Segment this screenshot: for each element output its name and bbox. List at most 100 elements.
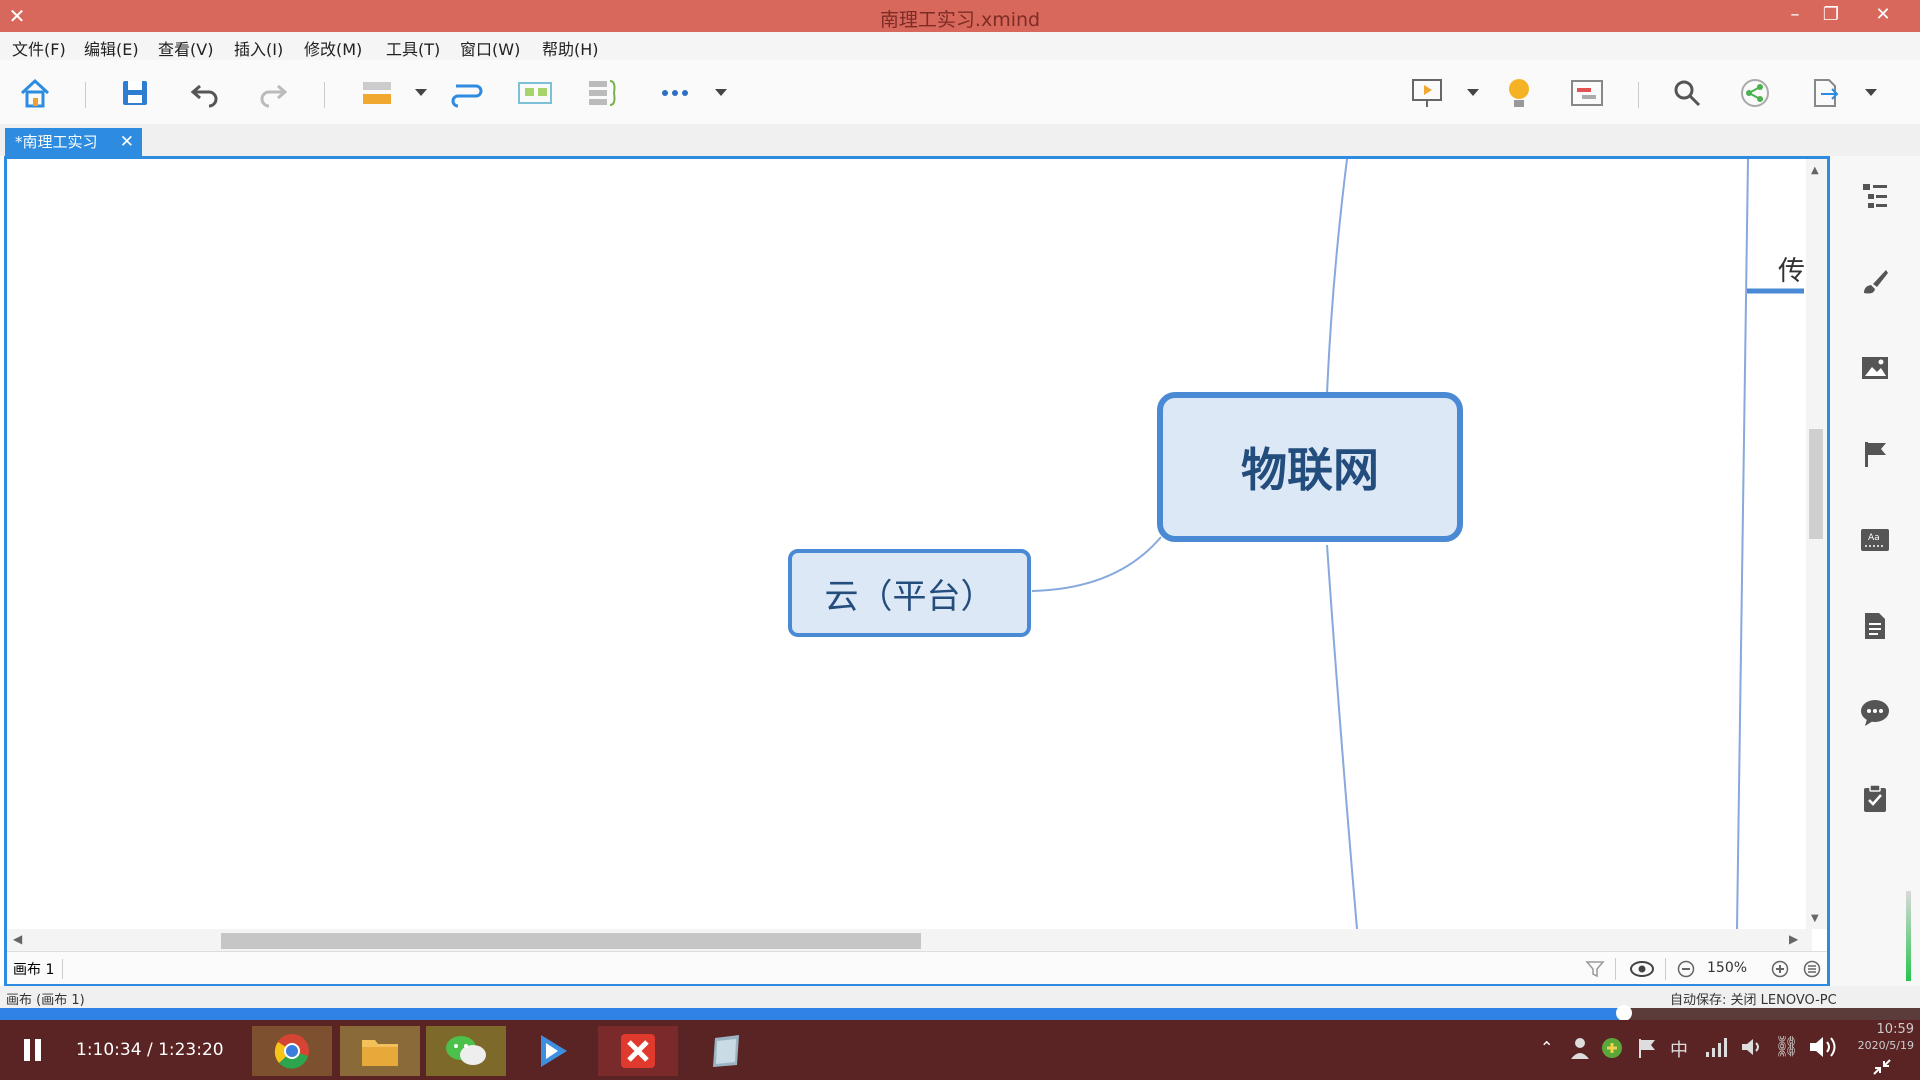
- central-topic[interactable]: 物联网: [1157, 392, 1463, 542]
- vertical-scrollbar[interactable]: ▲ ▼: [1806, 159, 1827, 929]
- zoom-in-icon[interactable]: [1771, 960, 1789, 978]
- text-style-icon: Aa: [1861, 529, 1889, 551]
- comment-icon: [1861, 700, 1889, 726]
- scroll-left-icon[interactable]: ◀: [13, 932, 23, 946]
- xmind-app-icon: ✕: [8, 4, 26, 28]
- window-title: 南理工实习.xmind: [879, 9, 1041, 31]
- menu-help[interactable]: 帮助(H): [542, 40, 599, 59]
- save-button[interactable]: [116, 74, 154, 112]
- more-dropdown[interactable]: [712, 74, 730, 112]
- notes-button[interactable]: [1855, 606, 1895, 646]
- player-volume-button[interactable]: [1808, 1034, 1840, 1064]
- comments-button[interactable]: [1855, 692, 1895, 732]
- toolbar: [0, 60, 1920, 124]
- taskbar-wechat[interactable]: [426, 1026, 506, 1076]
- menu-view[interactable]: 查看(V): [158, 40, 214, 59]
- presentation-button[interactable]: [1408, 74, 1446, 112]
- outline-icon: [1863, 184, 1887, 208]
- pause-button[interactable]: [22, 1038, 44, 1066]
- fullscreen-exit-icon: [1873, 1059, 1891, 1075]
- flag-icon: [1865, 442, 1886, 467]
- zoom-menu-icon[interactable]: [1803, 960, 1821, 978]
- share-button[interactable]: [1736, 74, 1774, 112]
- chevron-down-icon: [415, 89, 427, 96]
- save-icon: [123, 81, 147, 105]
- restore-button[interactable]: ❐: [1822, 4, 1840, 25]
- undo-button[interactable]: [186, 74, 224, 112]
- styles-button[interactable]: Aa: [1855, 520, 1895, 560]
- taskbar-chrome[interactable]: [252, 1026, 332, 1076]
- presentation-dropdown[interactable]: [1464, 74, 1482, 112]
- scroll-right-icon[interactable]: ▶: [1789, 932, 1799, 946]
- menu-modify[interactable]: 修改(M): [304, 40, 363, 59]
- mindmap-canvas[interactable]: 物联网 云（平台） 传: [7, 159, 1812, 929]
- tray-speaker-icon[interactable]: [1740, 1036, 1764, 1062]
- search-icon: [1674, 80, 1701, 107]
- topic-dropdown[interactable]: [412, 74, 430, 112]
- tray-user-icon[interactable]: [1570, 1036, 1590, 1064]
- menu-file[interactable]: 文件(F): [12, 40, 66, 59]
- export-button[interactable]: [1806, 74, 1844, 112]
- filter-icon[interactable]: [1585, 960, 1605, 978]
- topic-icon: [363, 82, 391, 104]
- export-dropdown[interactable]: [1862, 74, 1880, 112]
- volume-icon: [1810, 1037, 1836, 1057]
- tray-network-icon[interactable]: [1704, 1036, 1728, 1062]
- horizontal-scroll-thumb[interactable]: [221, 933, 921, 949]
- eye-icon[interactable]: [1629, 960, 1655, 978]
- menu-insert[interactable]: 插入(I): [234, 40, 284, 59]
- tray-link-icon[interactable]: ⛓: [1774, 1034, 1800, 1058]
- search-button[interactable]: [1668, 74, 1706, 112]
- tray-security-icon[interactable]: [1600, 1036, 1624, 1064]
- summary-button[interactable]: [584, 74, 622, 112]
- svg-text:Aa: Aa: [1868, 533, 1880, 543]
- menu-tools[interactable]: 工具(T): [386, 40, 441, 59]
- format-button[interactable]: [1855, 262, 1895, 302]
- pause-icon: [24, 1039, 41, 1061]
- horizontal-scrollbar[interactable]: ◀ ▶: [7, 929, 1812, 951]
- gantt-button[interactable]: [1568, 74, 1606, 112]
- tray-flag-icon[interactable]: [1636, 1037, 1658, 1063]
- taskbar-media-player[interactable]: [512, 1026, 592, 1076]
- tray-ime-icon[interactable]: 中: [1670, 1040, 1688, 1061]
- taskbar-file-explorer[interactable]: [340, 1026, 420, 1076]
- fullscreen-exit-button[interactable]: [1872, 1058, 1892, 1080]
- scroll-up-icon[interactable]: ▲: [1811, 165, 1819, 176]
- video-progress-bar[interactable]: [0, 1005, 1920, 1021]
- vertical-scroll-thumb[interactable]: [1809, 429, 1823, 539]
- tray-clock: 10:59 2020/5/19: [1858, 1022, 1914, 1054]
- more-button[interactable]: [656, 74, 694, 112]
- scroll-down-icon[interactable]: ▼: [1811, 913, 1819, 924]
- share-icon: [1741, 79, 1769, 107]
- redo-icon: [260, 84, 288, 108]
- insert-topic-button[interactable]: [358, 74, 396, 112]
- subtopic-cloud-platform[interactable]: 云（平台）: [788, 549, 1031, 637]
- sheet-tab[interactable]: 画布 1: [13, 959, 64, 979]
- menu-window[interactable]: 窗口(W): [460, 40, 521, 59]
- taskbar-notebook-app[interactable]: [686, 1026, 766, 1076]
- task-button[interactable]: [1855, 778, 1895, 818]
- menu-edit[interactable]: 编辑(E): [84, 40, 139, 59]
- relationship-icon: [451, 84, 483, 108]
- outliner-button[interactable]: [1855, 176, 1895, 216]
- markers-button[interactable]: [1855, 434, 1895, 474]
- boundary-button[interactable]: [516, 74, 554, 112]
- home-button[interactable]: [16, 74, 54, 112]
- video-progress-knob[interactable]: [1616, 1005, 1633, 1021]
- notebook-icon: [713, 1035, 739, 1067]
- relationship-button[interactable]: [448, 74, 486, 112]
- taskbar-xmind[interactable]: [598, 1026, 678, 1076]
- video-player-overlay: 1:10:34 / 1:23:20 ⌃ 中: [0, 1005, 1920, 1080]
- image-button[interactable]: [1855, 348, 1895, 388]
- redo-button[interactable]: [254, 74, 292, 112]
- zoom-out-icon[interactable]: [1677, 960, 1695, 978]
- tab-nanligong-shixi[interactable]: *南理工实习 ✕: [5, 128, 142, 156]
- zoom-level[interactable]: 150%: [1707, 960, 1748, 976]
- tray-expand-icon[interactable]: ⌃: [1540, 1038, 1554, 1057]
- close-tab-icon[interactable]: ✕: [119, 132, 134, 152]
- partial-topic-label[interactable]: 传: [1778, 256, 1805, 287]
- minimize-button[interactable]: –: [1790, 4, 1800, 25]
- close-button[interactable]: ✕: [1875, 4, 1891, 25]
- title-bar: ✕ 南理工实习.xmind – ❐ ✕: [0, 0, 1920, 32]
- brainstorm-button[interactable]: [1500, 74, 1538, 112]
